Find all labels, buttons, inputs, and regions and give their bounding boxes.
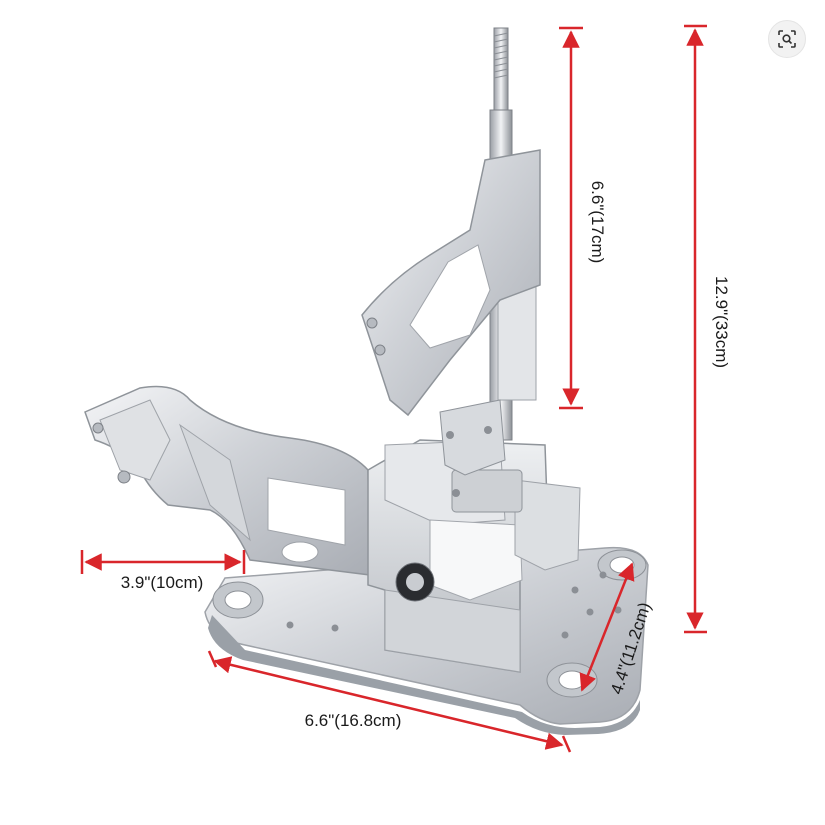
- visual-search-icon: [778, 30, 796, 48]
- dim-label-lever-length: 6.6"(17cm): [588, 181, 607, 264]
- dim-line-base-length: [213, 656, 564, 750]
- dim-label-total-height: 12.9"(33cm): [712, 276, 731, 368]
- dim-label-base-length: 6.6"(16.8cm): [305, 711, 402, 730]
- side-bracket-arm: [84, 385, 371, 576]
- dim-line-base-width: [579, 562, 635, 692]
- dim-label-side-offset: 3.9"(10cm): [121, 573, 204, 592]
- dimension-lines: [80, 24, 707, 753]
- visual-search-button[interactable]: [768, 20, 806, 58]
- shifter-housing: [367, 439, 581, 673]
- shift-lever: [361, 27, 541, 497]
